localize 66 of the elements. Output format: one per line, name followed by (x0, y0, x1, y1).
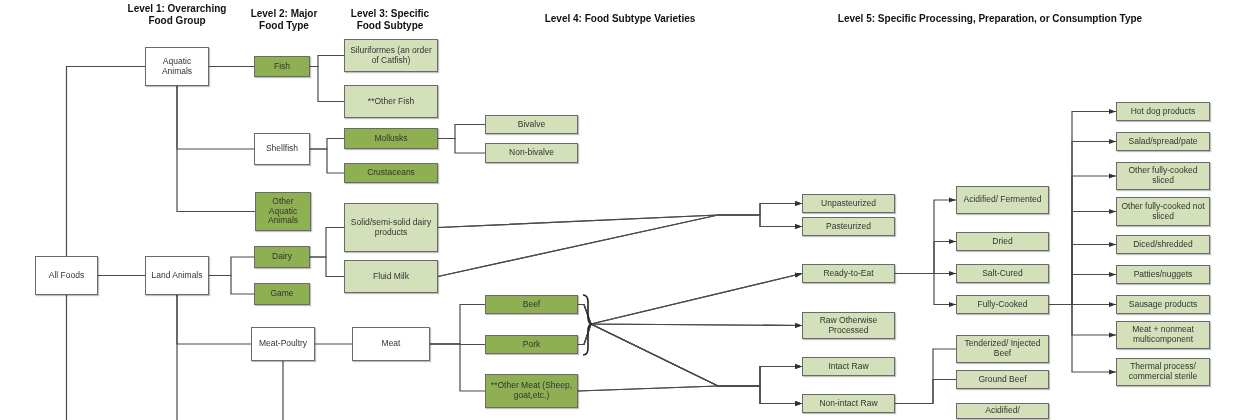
category-box: Hot dog products (1116, 102, 1210, 121)
connector-line (176, 294, 178, 420)
category-box: Unpasteurized (802, 194, 895, 213)
category-box: Raw Otherwise Processed (802, 312, 895, 339)
arrow (894, 272, 957, 307)
connector-line (894, 378, 957, 405)
category-box: Game (254, 283, 310, 305)
category-box: Intact Raw (802, 357, 895, 376)
category-box: Dried (956, 232, 1049, 251)
category-box: **Other Meat (Sheep, goat,etc.) (485, 374, 578, 408)
category-box: Dairy (254, 246, 310, 268)
category-box: Pork (485, 335, 578, 354)
column-heading: Level 3: Specific Food Subtype (349, 8, 431, 32)
category-box: Fish (254, 56, 310, 77)
connector-line (309, 256, 345, 278)
category-box: Non-intact Raw (802, 394, 895, 413)
connector-line (309, 148, 345, 174)
category-box: Other Aquatic Animals (255, 192, 311, 231)
category-box: Shellfish (254, 133, 310, 165)
connector-line (282, 360, 284, 420)
category-box: Aquatic Animals (145, 47, 209, 86)
category-box: Ready-to-Eat (802, 264, 895, 283)
category-box: Ground Beef (956, 370, 1049, 389)
category-box: Bivalve (485, 115, 578, 134)
category-box: Thermal process/ commercial sterile (1116, 358, 1210, 386)
category-box: Tenderized/ Injected Beef (956, 335, 1049, 363)
connector-line (429, 343, 486, 392)
column-heading: Level 5: Specific Processing, Preparation, or Consumption Type (836, 13, 1144, 25)
category-box: Salad/spread/pate (1116, 132, 1210, 151)
category-box: Fluid Milk (344, 260, 438, 293)
connector-line (314, 343, 353, 345)
column-heading: Level 1: Overarching Food Group (126, 3, 228, 27)
arrow (577, 385, 803, 406)
category-box: Other fully-cooked sliced (1116, 162, 1210, 190)
category-box: Beef (485, 295, 578, 314)
category-box: Other fully-cooked not sliced (1116, 197, 1210, 226)
category-box: Diced/shredded (1116, 235, 1210, 254)
category-box: All Foods (35, 256, 98, 295)
connector-line (97, 274, 146, 277)
connector-line (65, 65, 146, 257)
category-box: Fully-Cooked (956, 295, 1049, 314)
category-box: Land Animals (145, 256, 209, 295)
connector-line (208, 65, 255, 68)
category-box: Meat (352, 327, 430, 361)
category-box: Sausage products (1116, 295, 1210, 314)
category-box: Solid/semi-solid dairy products (344, 203, 438, 252)
category-box: Pasteurized (802, 217, 895, 236)
arrow (437, 214, 803, 278)
connector-line (208, 274, 255, 295)
category-box: Non-bivalve (485, 143, 578, 163)
category-box: Acidified/ Fermented (956, 186, 1049, 214)
connector-line (176, 85, 256, 213)
category-box: Acidified/ (956, 403, 1049, 419)
category-box: **Other Fish (344, 85, 438, 118)
arrow (1048, 303, 1117, 375)
category-box: Meat + nonmeat multicomponent (1116, 321, 1210, 349)
column-heading: Level 4: Food Subtype Varieties (543, 13, 697, 25)
category-box: Siluriformes (an order of Catfish) (344, 39, 438, 72)
category-box: Patties/nuggets (1116, 265, 1210, 284)
category-box: Crustaceans (344, 163, 438, 183)
connector-line (309, 65, 345, 103)
category-box: Mollusks (344, 128, 438, 149)
column-heading: Level 2: Major Food Type (249, 8, 319, 32)
connector-line (65, 294, 68, 420)
category-box: Salt-Cured (956, 264, 1049, 283)
category-box: Meat-Poultry (251, 327, 315, 361)
